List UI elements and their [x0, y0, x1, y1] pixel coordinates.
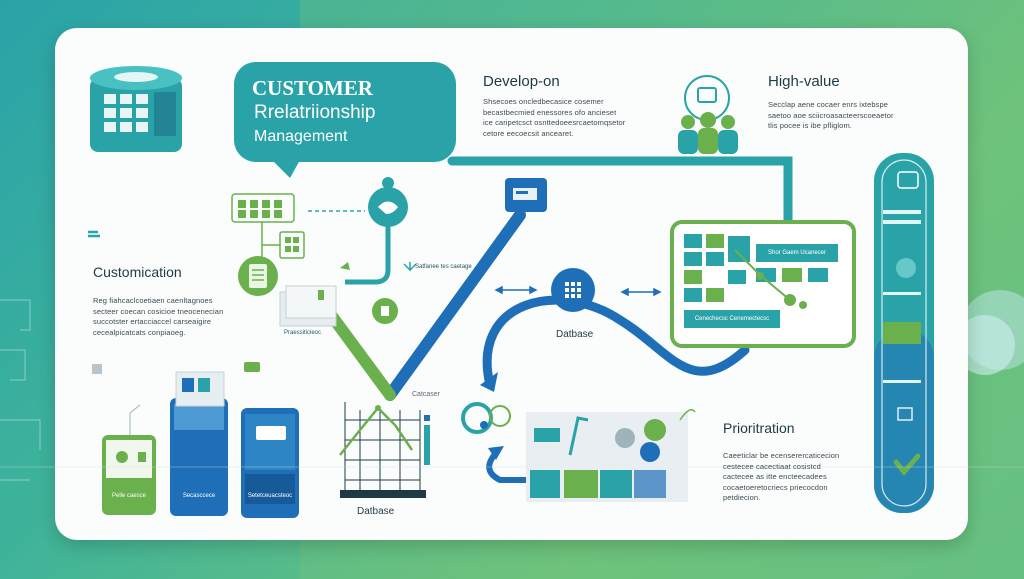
- database-cylinder-icon: [90, 66, 182, 152]
- circuit-lines: [0, 299, 41, 481]
- wave-connector: [482, 295, 750, 390]
- team-scene-illustration: [526, 409, 696, 502]
- develop-heading: Develop-on: [483, 73, 560, 90]
- step-label: Satfanee tes caetage: [415, 264, 472, 270]
- green-card-icon: [102, 435, 156, 515]
- paper-stack-icon: [279, 285, 337, 327]
- navy-card-icon: [241, 408, 299, 518]
- customization-paragraph: Reg fiahcaclcoetiaen caenltagnoes sectee…: [93, 296, 224, 337]
- prioritization-paragraph: Caeeticlar be ecenserercaticecion cestec…: [723, 451, 840, 502]
- blue-diagonal: [384, 209, 526, 401]
- mobile-sidebar-panel: [874, 153, 934, 513]
- database-bottom-label: Datbase: [357, 506, 395, 517]
- network-node-icon: [461, 402, 511, 434]
- blue-card-label: Secasccece: [182, 493, 216, 499]
- customization-heading: Customication: [93, 264, 182, 280]
- team-icon: [678, 75, 738, 154]
- growth-chart-icon: [339, 402, 430, 498]
- green-card-label: Pelle caesce: [111, 493, 147, 499]
- title-line-1: CUSTOMER: [252, 76, 373, 100]
- screen-top-label: Shor Gaem Ucanecer: [767, 250, 827, 256]
- catcaser-label: Catcaser: [412, 391, 441, 398]
- dashboard-screen: [670, 220, 856, 348]
- screen-bottom-label: Cenechecsc Cenemectecsc: [694, 316, 770, 322]
- title-line-3: Management: [254, 128, 348, 145]
- node-caption: Praessiticieoc: [284, 330, 322, 336]
- blue-card-icon: [170, 371, 228, 516]
- navy-card-label: Setetceuacsteoc: [247, 493, 293, 499]
- down-connector: [345, 200, 391, 285]
- title-bubble: [234, 62, 456, 178]
- develop-paragraph: Shsecoes oncledbecasice cosemer becastbe…: [483, 97, 626, 138]
- title-line-2: Rrelatriionship: [254, 102, 376, 123]
- highvalue-paragraph: Secclap aene cocaer enrs ixtebspe saetoo…: [768, 100, 894, 130]
- top-connector: [447, 156, 793, 225]
- double-arrow-icons: [494, 285, 662, 297]
- highvalue-heading: High-value: [768, 73, 840, 90]
- database-center-label: Datbase: [556, 329, 594, 340]
- prioritization-heading: Prioritration: [723, 420, 795, 436]
- dash-icon: [88, 230, 100, 238]
